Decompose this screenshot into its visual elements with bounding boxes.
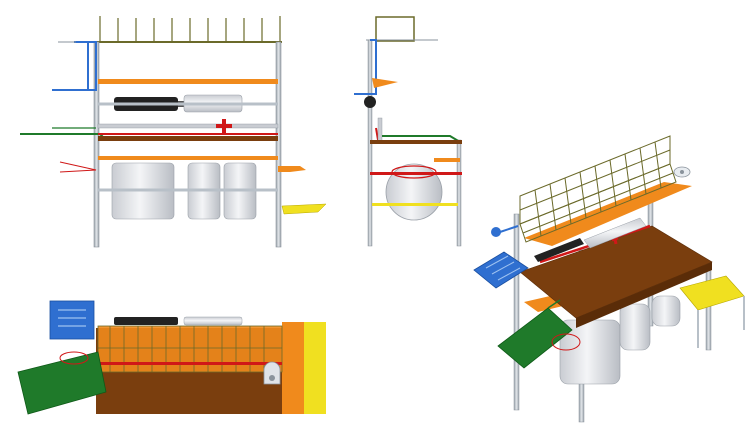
top-blue-bracket xyxy=(49,300,95,340)
side-blue-bracket xyxy=(354,39,377,95)
side-wire-rack xyxy=(375,16,415,42)
side-right-post xyxy=(456,139,462,247)
front-red-handle xyxy=(216,119,232,135)
front-green-tray xyxy=(20,133,105,139)
iso-blue-hook xyxy=(491,227,501,237)
top-green-tray xyxy=(17,351,107,415)
front-brown-table xyxy=(98,136,278,141)
isometric-view xyxy=(473,135,745,423)
front-right-post xyxy=(275,41,282,248)
front-view xyxy=(20,16,327,248)
top-spool-holder xyxy=(263,361,281,385)
iso-green-tray xyxy=(497,307,573,369)
front-yellow-tray xyxy=(281,203,327,215)
front-orange-side-tab xyxy=(278,166,306,172)
front-blue-bracket xyxy=(52,41,97,91)
top-orange-shelf xyxy=(282,322,306,414)
top-yellow-tray xyxy=(304,322,326,414)
iso-big-roll-3 xyxy=(651,295,681,327)
iso-dark-roll xyxy=(534,238,584,262)
iso-light-roll xyxy=(583,217,647,249)
side-dark-roll xyxy=(364,96,376,108)
side-view xyxy=(354,16,462,247)
iso-yellow-tray xyxy=(679,275,745,311)
side-orange-tab xyxy=(372,78,398,88)
iso-upper-orange-shelf xyxy=(524,182,692,246)
iso-wire-basket xyxy=(519,135,677,243)
iso-blue-bracket xyxy=(473,251,529,289)
front-red-wire xyxy=(59,161,97,173)
top-light-roll xyxy=(183,316,243,326)
side-yellow-tray xyxy=(372,203,458,206)
top-dark-roll xyxy=(114,317,178,325)
front-orange-shelf xyxy=(98,79,278,84)
front-wire-rack xyxy=(90,16,282,43)
top-view xyxy=(17,300,326,415)
iso-big-roll-2 xyxy=(619,303,651,351)
side-brown-table xyxy=(370,140,462,144)
